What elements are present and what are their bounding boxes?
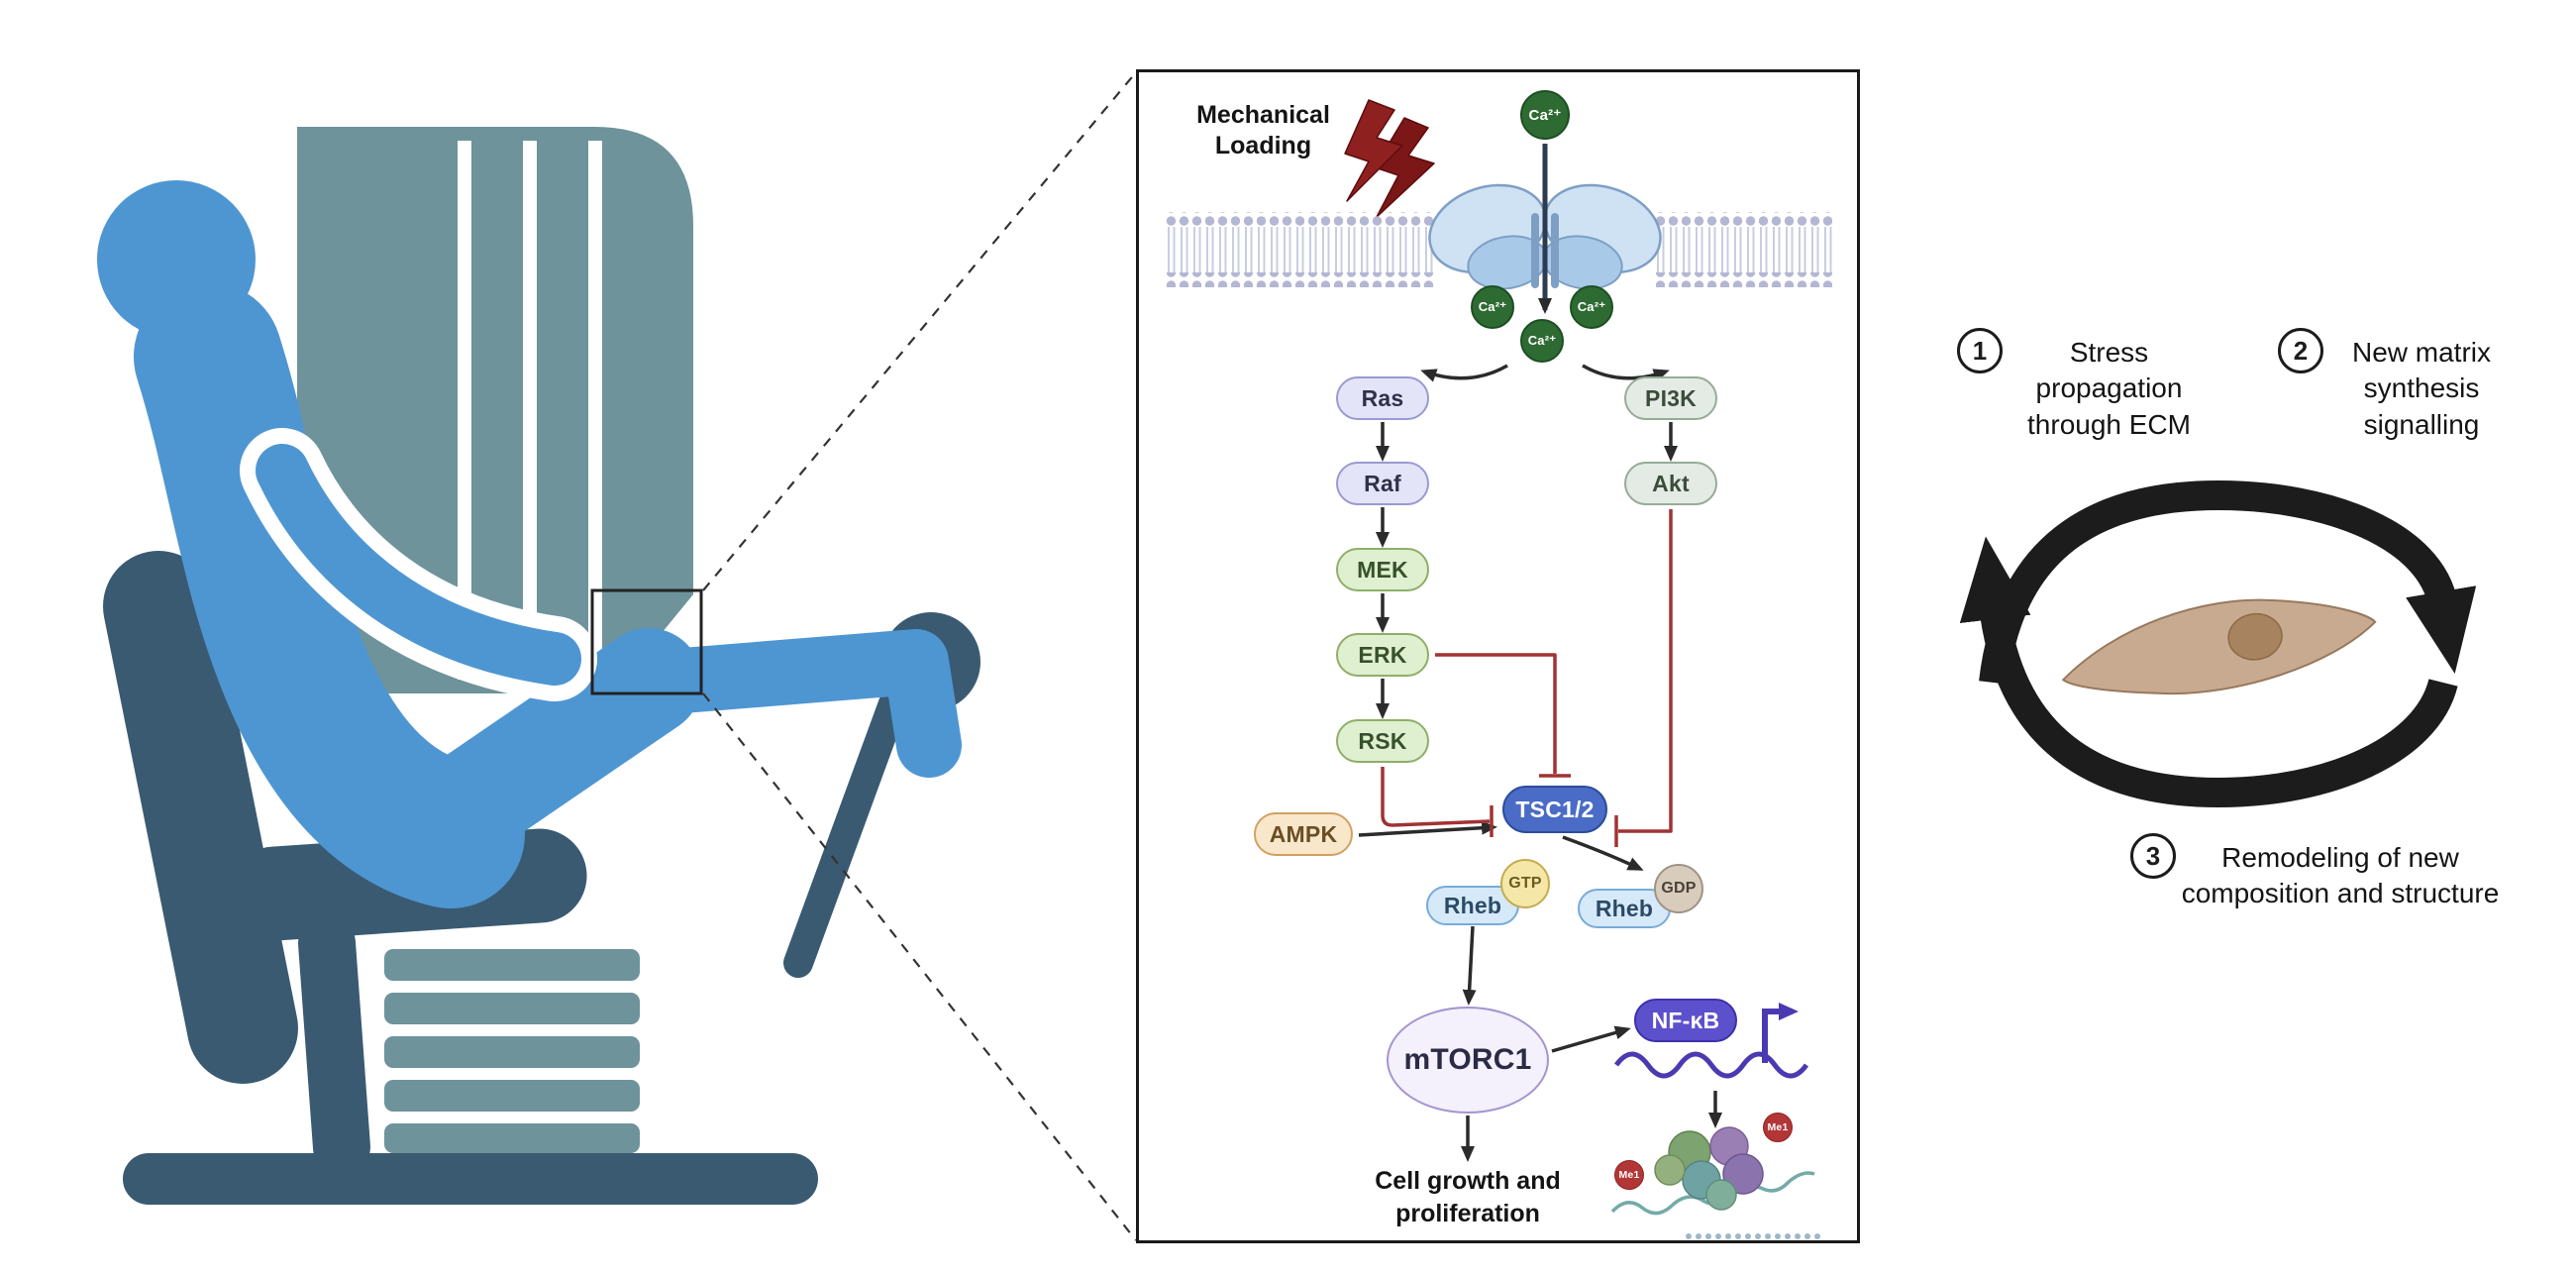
dna-transcription — [1613, 1003, 1809, 1079]
mechanical-loading-label: Mechanical Loading — [1196, 101, 1330, 160]
node-nfkb-label: NF-κB — [1651, 1007, 1720, 1033]
backrest-slat-gap — [588, 141, 602, 680]
gtp-label: GTP — [1508, 875, 1542, 892]
cycle-step-1-number: 1 — [1957, 328, 2003, 373]
node-rsk-label: RSK — [1358, 727, 1407, 754]
nucleosome-bead-strand — [1682, 1229, 1820, 1239]
weight-stack — [384, 949, 640, 1153]
node-tsc12: TSC1/2 — [1502, 786, 1607, 833]
node-nfkb: NF-κB — [1634, 999, 1737, 1042]
node-mek: MEK — [1336, 548, 1429, 591]
backrest-slat-gap — [523, 141, 537, 680]
pathway-arrows — [1358, 364, 1722, 1162]
person-lower-leg — [613, 629, 962, 778]
cell-membrane — [1164, 212, 1832, 287]
node-ampk-label: AMPK — [1269, 820, 1338, 847]
pathway-art — [1164, 99, 1832, 1239]
node-mtorc1: mTORC1 — [1387, 1007, 1549, 1114]
inhibition-lines — [1381, 509, 1673, 847]
gtp-badge: GTP — [1500, 859, 1550, 908]
person-silhouette — [97, 180, 962, 908]
cycle-step-2-label: New matrix synthesis signalling — [2351, 337, 2491, 440]
cycle-step-2-number: 2 — [2278, 328, 2323, 373]
zoom-connector-lines — [702, 71, 1137, 1241]
gdp-badge: GDP — [1654, 864, 1703, 913]
methyl-mark-badge: Me1 — [1763, 1113, 1793, 1142]
node-akt: Akt — [1624, 462, 1717, 505]
cycle-step-3-number: 3 — [2130, 833, 2176, 879]
mechanosensitive-channel — [1428, 183, 1662, 290]
node-rsk: RSK — [1336, 719, 1429, 763]
node-ampk: AMPK — [1254, 812, 1353, 856]
cell-body — [2061, 598, 2377, 694]
cell-nucleus — [2227, 612, 2283, 661]
calcium-ion: Ca²⁺ — [1520, 319, 1564, 363]
lightning-bolt-icon — [1344, 99, 1435, 218]
node-rheb-gtp-label: Rheb — [1443, 892, 1502, 918]
calcium-ion: Ca²⁺ — [1570, 285, 1613, 329]
person-arm — [256, 444, 581, 686]
node-ras-label: Ras — [1361, 384, 1404, 411]
node-erk-label: ERK — [1358, 641, 1407, 668]
person-thigh — [382, 628, 702, 881]
gdp-label: GDP — [1661, 880, 1697, 897]
histone-complex — [1610, 1126, 1820, 1239]
node-mek-label: MEK — [1357, 556, 1408, 583]
dna-helix-wave — [1613, 1051, 1809, 1079]
calcium-ion-top: Ca²⁺ — [1520, 90, 1570, 140]
outcome-label: Cell growth and proliferation — [1375, 1167, 1561, 1227]
node-raf: Raf — [1336, 462, 1429, 505]
node-pi3k: PI3K — [1624, 376, 1717, 420]
methyl-mark-badge: Me1 — [1614, 1160, 1644, 1190]
promoter-arrow — [1762, 1003, 1799, 1063]
node-tsc12-label: TSC1/2 — [1515, 796, 1595, 822]
calcium-ion: Ca²⁺ — [1471, 285, 1514, 329]
pathway-panel: Mechanical Loading Ca²⁺ Ca²⁺ Ca²⁺ Ca²⁺ R… — [1136, 69, 1860, 1243]
exercise-machine-figure — [97, 127, 980, 1205]
node-mtorc1-label: mTORC1 — [1403, 1043, 1532, 1076]
node-pi3k-label: PI3K — [1645, 384, 1697, 411]
node-erk: ERK — [1336, 633, 1429, 677]
node-raf-label: Raf — [1364, 470, 1401, 496]
backrest-slat-gap — [458, 141, 471, 680]
cycle-arrow-bottom — [1959, 536, 2458, 808]
node-rheb-gdp-label: Rheb — [1595, 895, 1654, 921]
cycle-step-3-label: Remodeling of new composition and struct… — [2181, 842, 2500, 909]
node-akt-label: Akt — [1652, 470, 1690, 496]
zoom-region-square — [590, 588, 703, 695]
node-ras: Ras — [1336, 376, 1429, 420]
cell-illustration — [2061, 598, 2377, 694]
cycle-step-1-label: Stress propagation through ECM — [2027, 337, 2191, 440]
ecm-cycle-arrows — [1959, 479, 2477, 808]
